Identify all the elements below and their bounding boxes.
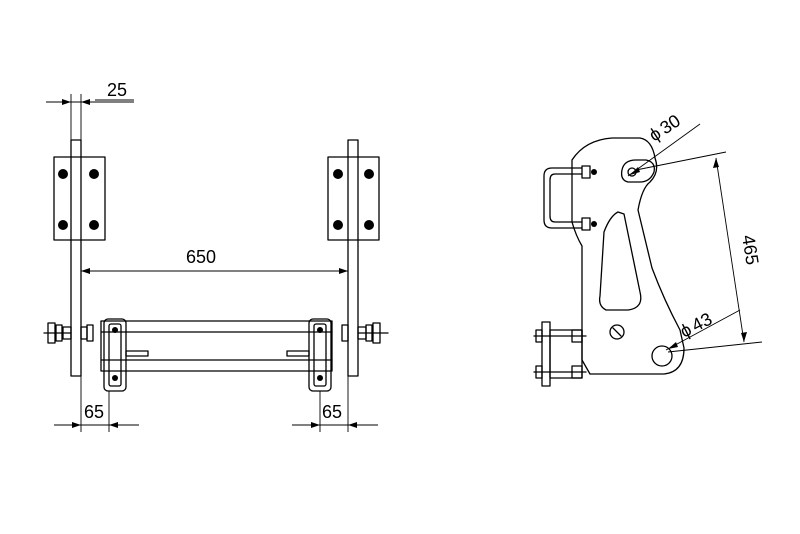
right-vertical-bar bbox=[347, 139, 359, 377]
bottom-clamp bbox=[533, 321, 587, 387]
right-bolt-assembly bbox=[341, 322, 389, 344]
dimension-650-label: 650 bbox=[186, 247, 216, 267]
left-bracket bbox=[103, 318, 149, 392]
dimension-65-left-label: 65 bbox=[84, 402, 104, 422]
right-bracket bbox=[286, 318, 332, 392]
dimension-465 bbox=[635, 151, 763, 353]
dimension-hole-43-label: ϕ43 bbox=[677, 309, 716, 342]
cross-member bbox=[100, 320, 333, 372]
dimension-25-label: 25 bbox=[107, 80, 127, 100]
dimension-650 bbox=[81, 268, 348, 274]
left-plate-bolts bbox=[58, 169, 99, 230]
large-pin-hole bbox=[651, 345, 673, 367]
dimension-hole-30 bbox=[627, 123, 701, 177]
left-vertical-bar bbox=[70, 139, 82, 377]
dimension-65-right-label: 65 bbox=[322, 402, 342, 422]
dimension-65-right bbox=[292, 376, 378, 432]
front-view: 25 650 65 65 bbox=[43, 80, 389, 432]
hitch-body-outline bbox=[571, 137, 685, 375]
dimension-465-label: 465 bbox=[738, 233, 762, 266]
side-view: ϕ30 ϕ43 465 bbox=[533, 111, 763, 387]
dimension-hole-43 bbox=[665, 309, 741, 351]
right-plate-bolts bbox=[333, 169, 374, 230]
dimension-25 bbox=[46, 94, 134, 140]
right-mount-plate bbox=[327, 156, 380, 241]
top-hook-slot bbox=[620, 159, 655, 183]
left-bolt-assembly bbox=[43, 322, 94, 344]
left-mount-plate bbox=[53, 156, 106, 241]
top-u-bolt bbox=[543, 165, 597, 231]
triangular-cutout bbox=[598, 211, 642, 311]
lower-small-hole bbox=[609, 324, 625, 340]
dimension-65-left bbox=[54, 376, 139, 432]
